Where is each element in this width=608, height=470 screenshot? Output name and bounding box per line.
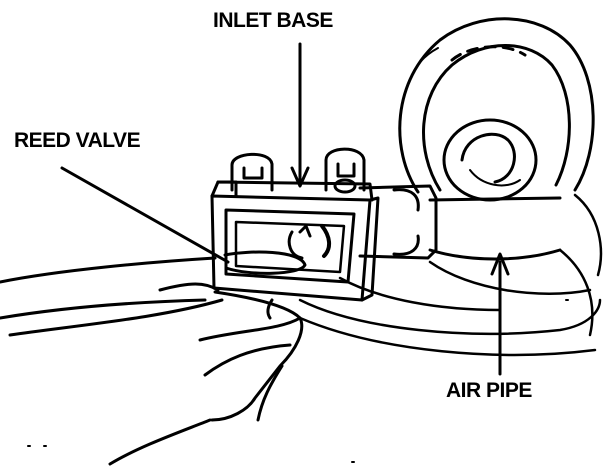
inlet-base-arrowhead (290, 166, 310, 188)
air-pipe-arrowhead (490, 252, 510, 276)
reed-valve-leader (60, 166, 230, 264)
inlet-base-label: INLET BASE (213, 9, 333, 32)
hand-holding-valve (0, 256, 304, 466)
engine-body-contours (298, 193, 603, 357)
reed-valve-label: REED VALVE (14, 129, 141, 152)
reed-valve-plate (223, 208, 356, 284)
scan-specks (27, 299, 569, 463)
air-pipe-elbow (442, 118, 538, 202)
air-pipe-hose (398, 17, 595, 194)
inlet-base-tabs (216, 147, 366, 198)
air-pipe-label: AIR PIPE (446, 379, 532, 402)
callout-leaders (60, 42, 510, 376)
air-pipe-tube (358, 184, 562, 261)
